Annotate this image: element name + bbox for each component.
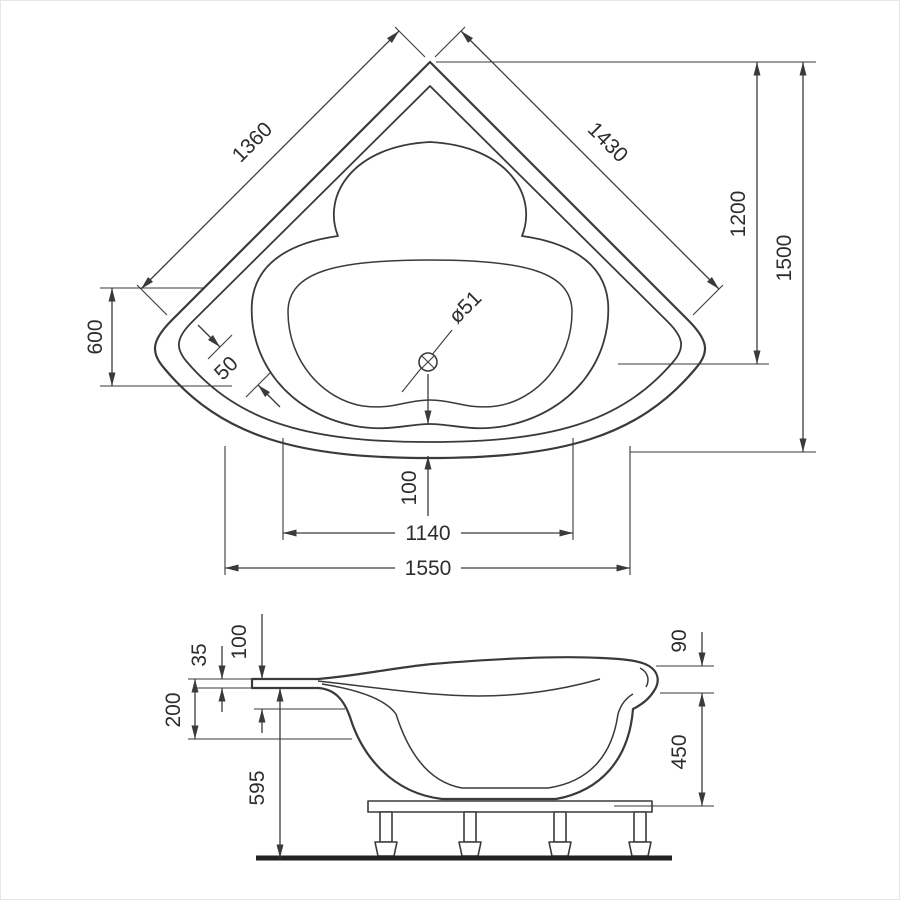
side-view: 35 100 200 595 90 — [162, 614, 714, 861]
dimension-backrest-drop: 200 — [162, 679, 352, 740]
dim-label-100-top: 100 — [398, 470, 421, 505]
tub-interior-line — [321, 683, 634, 789]
dim-label-595: 595 — [246, 770, 269, 805]
dimension-drain-offset: 100 — [398, 374, 432, 516]
leg — [374, 811, 398, 857]
support-frame — [367, 800, 653, 857]
dimension-overall-height: 595 — [246, 688, 284, 858]
drain-hatch — [421, 355, 435, 369]
dim-label-35: 35 — [188, 643, 211, 666]
dimension-height-outer: 1500 — [630, 62, 816, 453]
dim-label-90: 90 — [668, 629, 691, 652]
leg — [458, 811, 482, 857]
tub-basin — [287, 259, 573, 408]
tub-inner-rim — [178, 85, 682, 443]
frame-rail — [367, 800, 653, 813]
top-view: ø51 1360 1430 1200 1500 — [84, 26, 816, 580]
dimension-width-inner: 1140 — [282, 438, 574, 545]
dim-label-600: 600 — [84, 319, 107, 354]
dim-label-450: 450 — [668, 734, 691, 769]
dimension-rim-height: 100 — [228, 614, 345, 733]
dim-label-1500: 1500 — [773, 235, 796, 282]
tub-side-profile — [250, 656, 659, 801]
dim-label-1200: 1200 — [727, 191, 750, 238]
tub-right-rim-line — [639, 667, 649, 688]
leg — [548, 811, 572, 857]
dimension-height-inner: 1200 — [436, 61, 816, 365]
leg — [628, 811, 652, 857]
dim-label-100-side: 100 — [228, 624, 251, 659]
drain — [401, 329, 453, 393]
dimension-side-offset: 600 — [84, 287, 232, 387]
tub-rim-dip-line — [317, 678, 601, 697]
dimension-right-rim: 90 — [668, 629, 706, 666]
dim-label-1140: 1140 — [405, 522, 450, 545]
dim-label-1550: 1550 — [405, 557, 452, 580]
dimension-rim-thickness: 35 — [188, 643, 226, 712]
dimension-width-outer: 1550 — [224, 446, 631, 580]
dim-label-200: 200 — [162, 692, 185, 727]
dimension-depth: 450 — [668, 693, 706, 806]
